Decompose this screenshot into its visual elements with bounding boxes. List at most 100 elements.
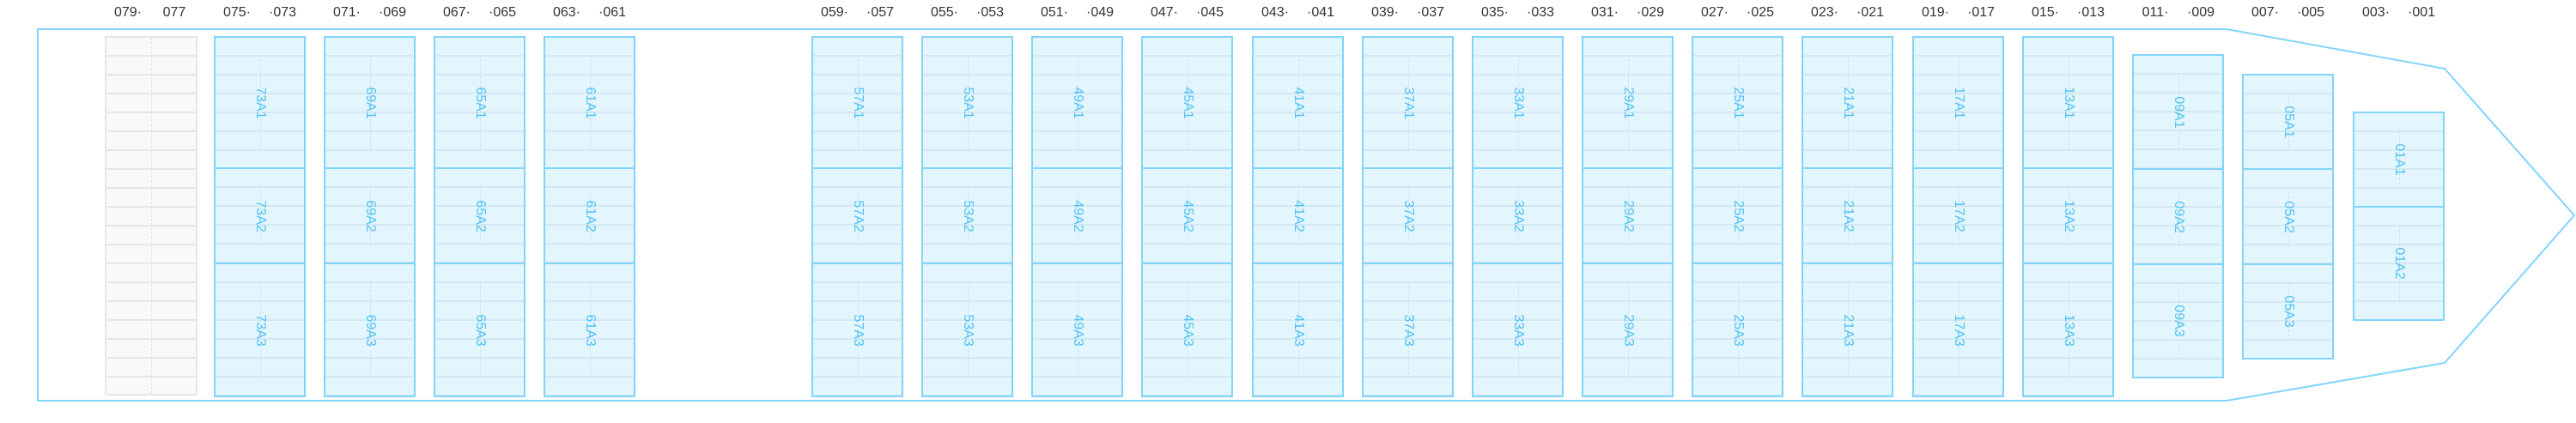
slot-label: 05A2 bbox=[2281, 200, 2296, 233]
bay-slot[interactable]: 73A2 bbox=[214, 167, 306, 264]
bay-header-left: 063· bbox=[552, 5, 581, 20]
bay-header-left: 011· bbox=[2142, 5, 2169, 20]
bay-header-right: ·045 bbox=[1195, 5, 1224, 20]
bay-slot[interactable]: 49A3 bbox=[1031, 263, 1123, 397]
bay-slot[interactable]: 53A1 bbox=[921, 36, 1013, 169]
bay-slot[interactable]: 09A2 bbox=[2132, 168, 2224, 265]
bay-slot[interactable]: 53A3 bbox=[921, 263, 1013, 397]
bay[interactable]: 05A1 05A2 05A3 bbox=[2242, 74, 2334, 360]
bay-slot[interactable]: 61A3 bbox=[544, 263, 635, 397]
bay-slot[interactable]: 57A2 bbox=[811, 167, 903, 264]
bay-slot[interactable]: 65A3 bbox=[434, 263, 526, 397]
bay-slot[interactable]: 37A2 bbox=[1362, 167, 1454, 264]
bay-header-right: ·009 bbox=[2186, 5, 2215, 20]
bay-slot[interactable]: 69A2 bbox=[324, 167, 416, 264]
slot-label: 09A3 bbox=[2171, 305, 2186, 337]
bay-header-left: 067· bbox=[442, 5, 471, 20]
bay-slot[interactable]: 57A1 bbox=[811, 36, 903, 169]
bay-slot[interactable]: 73A3 bbox=[214, 263, 306, 397]
slot-label: 13A2 bbox=[2061, 199, 2076, 233]
slot-label: 53A2 bbox=[960, 199, 975, 233]
bay-slot[interactable]: 09A3 bbox=[2132, 263, 2224, 378]
bay-header-left: 047· bbox=[1150, 5, 1179, 20]
slot-label: 01A1 bbox=[2391, 143, 2407, 176]
bay-slot[interactable]: 25A2 bbox=[1692, 167, 1783, 264]
bay-slot[interactable]: 05A1 bbox=[2242, 74, 2334, 170]
bay[interactable]: 01A1 01A2 bbox=[2353, 112, 2445, 321]
bay-header-left: 031· bbox=[1590, 5, 1619, 20]
bay-slot[interactable]: 65A2 bbox=[434, 167, 526, 264]
bay-slot[interactable]: 69A3 bbox=[324, 263, 416, 397]
slot-label: 09A1 bbox=[2171, 95, 2186, 129]
bay-slot[interactable]: 33A3 bbox=[1472, 263, 1564, 397]
bay-slot[interactable]: 01A1 bbox=[2353, 112, 2445, 208]
bay-slot[interactable]: 05A2 bbox=[2242, 168, 2334, 265]
bay[interactable]: 73A1 73A2 73A3 bbox=[214, 36, 306, 397]
bay-header-right: ·069 bbox=[378, 5, 407, 20]
bay-slot[interactable]: 41A1 bbox=[1252, 36, 1344, 169]
slot-label: 61A2 bbox=[582, 199, 598, 233]
bay-slot[interactable]: 41A3 bbox=[1252, 263, 1344, 397]
bay-slot[interactable]: 17A1 bbox=[1912, 36, 2004, 169]
bay-slot[interactable]: 17A2 bbox=[1912, 167, 2004, 264]
bay-slot[interactable]: 41A2 bbox=[1252, 167, 1344, 264]
bay-slot[interactable]: 53A2 bbox=[921, 167, 1013, 264]
bay-slot[interactable]: 49A1 bbox=[1031, 36, 1123, 169]
bay-slot[interactable]: 45A2 bbox=[1141, 167, 1233, 264]
slot-label: 73A2 bbox=[252, 199, 268, 233]
bay-slot[interactable]: 21A1 bbox=[1801, 36, 1893, 169]
bay-slot[interactable]: 01A2 bbox=[2353, 206, 2445, 321]
bay-slot[interactable]: 09A1 bbox=[2132, 54, 2224, 170]
slot-label: 57A2 bbox=[850, 199, 866, 233]
bay-slot[interactable]: 65A1 bbox=[434, 36, 526, 169]
bay-header-right: ·053 bbox=[975, 5, 1005, 20]
bay-slot[interactable]: 21A2 bbox=[1801, 167, 1893, 264]
bay-header-left: 027· bbox=[1700, 5, 1729, 20]
bay-slot[interactable]: 29A1 bbox=[1582, 36, 1674, 169]
bay-slot[interactable]: 13A1 bbox=[2022, 36, 2114, 169]
bay-slot[interactable]: 25A1 bbox=[1692, 36, 1783, 169]
bay-slot[interactable]: 25A3 bbox=[1692, 263, 1783, 397]
bay[interactable]: 17A1 17A2 17A3 bbox=[1912, 36, 2004, 397]
bay[interactable]: 09A1 09A2 09A3 bbox=[2132, 54, 2224, 378]
bay-slot[interactable]: 13A3 bbox=[2022, 263, 2114, 397]
bay[interactable]: 61A1 61A2 61A3 bbox=[544, 36, 635, 397]
bay-header-right: ·037 bbox=[1416, 5, 1445, 20]
bay-slot[interactable]: 37A3 bbox=[1362, 263, 1454, 397]
bay-slot[interactable]: 61A2 bbox=[544, 167, 635, 264]
bay-slot[interactable]: 17A3 bbox=[1912, 263, 2004, 397]
bay-slot[interactable]: 29A3 bbox=[1582, 263, 1674, 397]
bay-slot[interactable]: 45A1 bbox=[1141, 36, 1233, 169]
bay-slot[interactable]: 29A2 bbox=[1582, 167, 1674, 264]
slot-label: 17A2 bbox=[1951, 199, 1966, 233]
slot-label: 09A2 bbox=[2171, 200, 2186, 233]
bay[interactable] bbox=[105, 36, 197, 396]
bay-slot[interactable]: 33A1 bbox=[1472, 36, 1564, 169]
bay[interactable]: 57A1 57A2 57A3 bbox=[811, 36, 903, 397]
slot-label: 17A3 bbox=[1951, 313, 1966, 347]
bay-slot[interactable]: 57A3 bbox=[811, 263, 903, 397]
bay-slot[interactable]: 21A3 bbox=[1801, 263, 1893, 397]
bay[interactable]: 13A1 13A2 13A3 bbox=[2022, 36, 2114, 397]
bay[interactable]: 53A1 53A2 53A3 bbox=[921, 36, 1013, 397]
bay-header-left: 035· bbox=[1480, 5, 1510, 20]
bay-slot[interactable]: 49A2 bbox=[1031, 167, 1123, 264]
bay-slot[interactable]: 13A2 bbox=[2022, 167, 2114, 264]
bay-slot[interactable]: 69A1 bbox=[324, 36, 416, 169]
bay-slot[interactable]: 61A1 bbox=[544, 36, 635, 169]
bay-slot[interactable]: 05A3 bbox=[2242, 263, 2334, 360]
bay-slot[interactable]: 37A1 bbox=[1362, 36, 1454, 169]
bay-slot[interactable]: 73A1 bbox=[214, 36, 306, 169]
bay-slot[interactable]: 33A2 bbox=[1472, 167, 1564, 264]
bay-slot[interactable]: 45A3 bbox=[1141, 263, 1233, 397]
